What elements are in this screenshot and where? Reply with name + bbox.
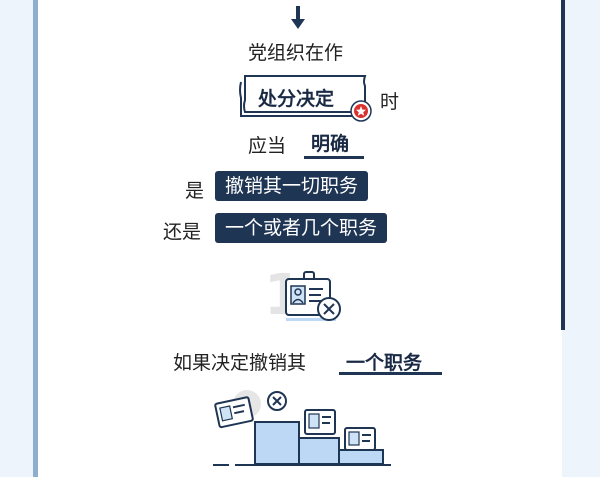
left-rail <box>33 0 38 477</box>
id-card-icon <box>285 271 341 321</box>
option-all-positions: 撤销其一切职务 <box>215 171 369 201</box>
one-position-underline <box>339 372 442 375</box>
right-rail <box>561 0 565 330</box>
red-seal-icon <box>350 100 372 122</box>
right-margin <box>565 0 600 477</box>
text-party-org: 党组织在作 <box>248 42 344 64</box>
position-steps-illustration <box>213 390 391 466</box>
text-if-revoke: 如果决定撤销其 <box>173 352 307 374</box>
text-time: 时 <box>380 91 400 113</box>
doc-label: 处分决定 <box>258 88 335 110</box>
text-is: 是 <box>185 180 205 202</box>
text-should: 应当 <box>248 135 287 157</box>
text-clarify: 明确 <box>311 133 350 155</box>
text-one-position: 一个职务 <box>346 352 423 374</box>
option-some-positions: 一个或者几个职务 <box>215 213 388 243</box>
left-margin <box>0 0 34 477</box>
text-or: 还是 <box>163 221 202 243</box>
clarify-underline <box>304 156 364 159</box>
arrow-down-icon <box>291 6 305 29</box>
